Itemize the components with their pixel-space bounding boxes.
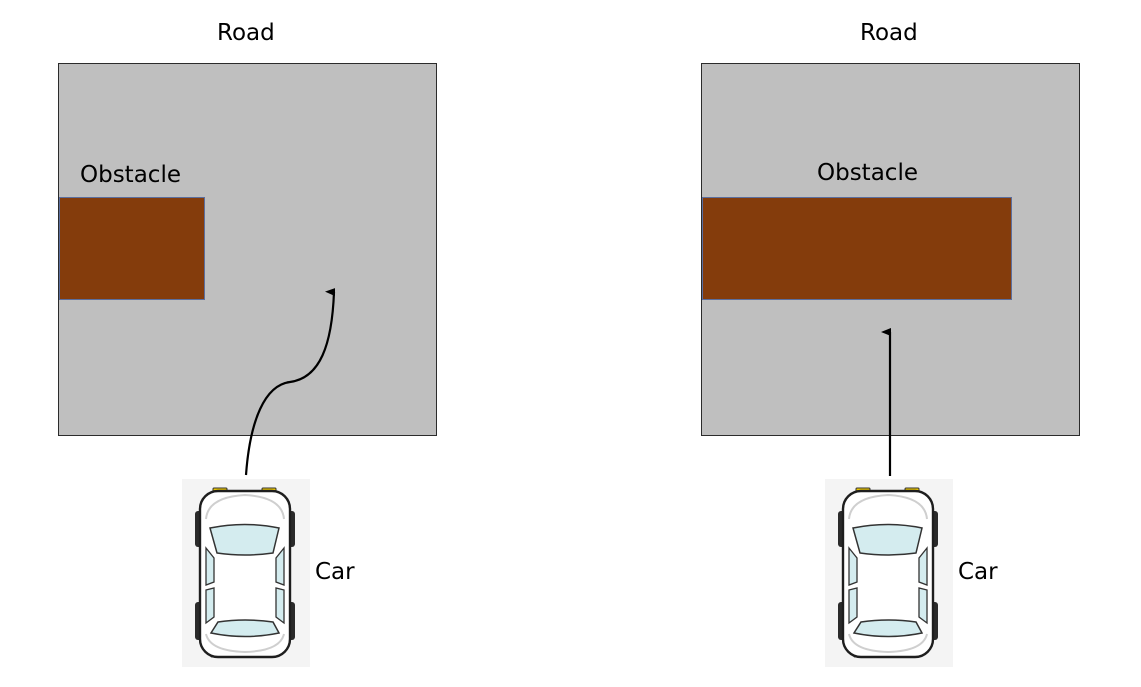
obstacle [59,197,205,300]
car-label: Car [315,559,355,585]
car-top-view-icon [195,487,295,659]
car-top-view-icon [838,487,938,659]
obstacle-label: Obstacle [80,162,181,188]
obstacle [702,197,1012,300]
car-box [825,479,953,667]
car-box [182,479,310,667]
obstacle-label: Obstacle [817,160,918,186]
panel-avoid: Road Obstacle [0,0,560,687]
car-label: Car [958,559,998,585]
road-label: Road [217,20,275,46]
curved-arrow-icon [244,288,336,476]
road-label: Road [860,20,918,46]
panel-blocked: Road Obstacle [643,0,1141,687]
straight-arrow-icon [881,328,892,476]
